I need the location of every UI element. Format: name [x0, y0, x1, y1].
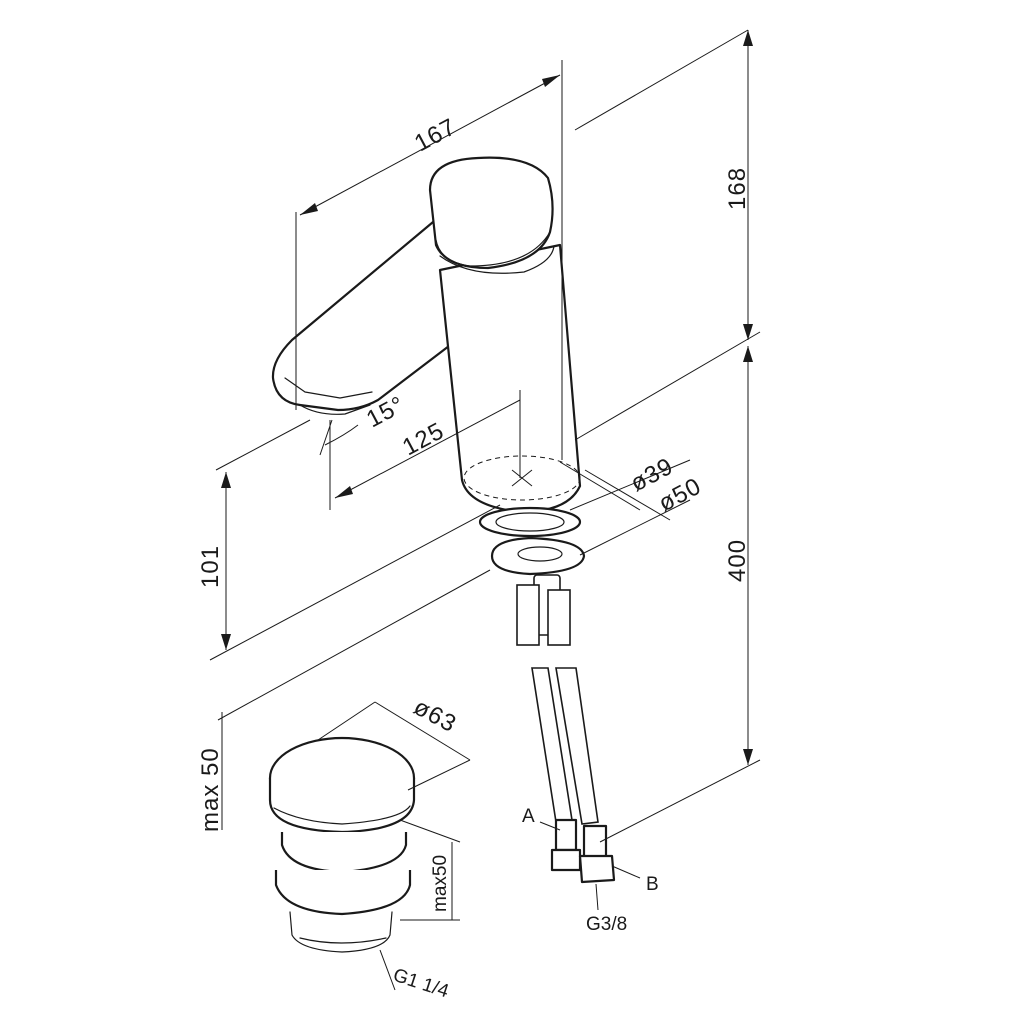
label-g3-8: G3/8: [586, 914, 627, 935]
label-dia63: ø63: [409, 693, 461, 738]
faucet-body: [271, 156, 582, 514]
label-max50-left: max 50: [197, 747, 224, 832]
hose-b-lower: [555, 667, 599, 825]
hose-b-fitting: [582, 824, 608, 860]
supply-hoses: [516, 584, 616, 884]
drain-thread: [289, 911, 393, 953]
label-g1-quarter: G1 1/4: [390, 965, 451, 1003]
label-167: 167: [410, 113, 461, 157]
mounting-plate: [490, 536, 586, 576]
label-max50-side: max50: [430, 855, 451, 912]
label-400: 400: [724, 539, 751, 582]
label-125: 125: [398, 417, 449, 461]
drain-body-upper: [280, 832, 408, 874]
label-hose-b: B: [646, 874, 659, 895]
label-hose-a: A: [522, 806, 535, 827]
hose-a-fitting: [554, 818, 578, 852]
dimension-lines: [209, 29, 761, 991]
faucet-lever: [428, 156, 554, 270]
drain-body-lower: [274, 870, 412, 916]
mounting-gasket: [478, 506, 582, 538]
label-168: 168: [724, 167, 751, 210]
label-101: 101: [197, 545, 224, 588]
hose-a-upper: [516, 584, 540, 646]
drain-assembly: [268, 736, 416, 953]
base-hole-outline: [463, 455, 581, 501]
hose-b-upper: [547, 589, 571, 646]
faucet-column: [438, 243, 582, 514]
